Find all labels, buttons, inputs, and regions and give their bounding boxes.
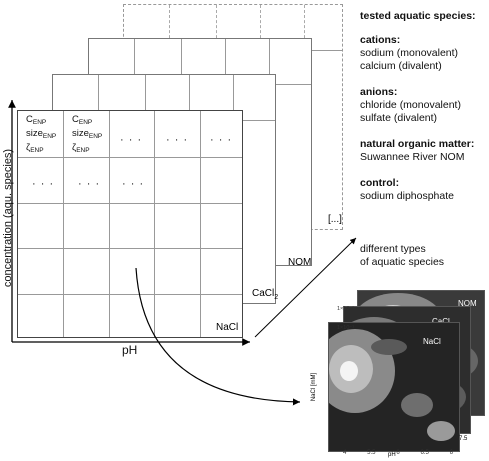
inset-x-ticks: 4 5.5 6 6.5 6 (343, 450, 453, 456)
cell-1-4: · · · (166, 134, 189, 146)
cell-1-2: CENP sizeENP ζENP (72, 114, 103, 154)
side-title: tested aquatic species: (360, 10, 476, 22)
inset-x-tick: 6 (449, 450, 453, 456)
layer-cacl2-label: CaCl2 (252, 288, 279, 301)
inset-x-tick: 6 (396, 450, 400, 456)
inset-label-nacl: NaCl (423, 337, 441, 346)
callout-line2: of aquatic species (360, 256, 445, 268)
cell-1-5: · · · (210, 134, 233, 146)
cell-2-2: · · · (78, 178, 101, 190)
inset-x-tick: 5.5 (367, 450, 376, 456)
side-nom-1: Suwannee River NOM (360, 151, 465, 163)
inset-y-ticks: 1×10⁻¹ 1×10⁻¹ (337, 300, 354, 338)
layer-nacl-label: NaCl (216, 322, 239, 333)
inset-extra-tick: 7.5 (459, 436, 468, 442)
inset-label-nom: NOM (458, 299, 477, 308)
cell-2-1: · · · (32, 178, 55, 190)
layer-more-label: [...] (328, 214, 342, 225)
cell-1-3: · · · (120, 134, 143, 146)
side-cations-1: sodium (monovalent) (360, 47, 459, 59)
side-anions-2: sulfate (divalent) (360, 112, 438, 124)
side-cations-2: calcium (divalent) (360, 60, 442, 72)
cell-2-3: · · · (122, 178, 145, 190)
side-nom-heading: natural organic matter: (360, 138, 475, 150)
x-axis-label: pH (122, 343, 138, 357)
side-anions-heading: anions: (360, 86, 398, 98)
y-axis-label: concentration (aqu. species) (2, 148, 14, 288)
inset-y-label: NaCl [mM] (311, 372, 318, 402)
callout-line1: different types (360, 243, 426, 255)
side-anions-1: chloride (monovalent) (360, 99, 461, 111)
inset-plot-nacl: NaCl (328, 322, 460, 452)
cell-1-1: CENP sizeENP ζENP (26, 114, 57, 154)
inset-x-tick: 4 (343, 450, 347, 456)
side-control-heading: control: (360, 177, 400, 189)
side-cations-heading: cations: (360, 34, 401, 46)
inset-y-tick: 1×10⁻¹ (337, 325, 355, 331)
inset-y-tick: 1×10⁻¹ (337, 306, 355, 312)
inset-x-label: pH (388, 452, 396, 458)
side-control-1: sodium diphosphate (360, 190, 454, 202)
layer-nom-label: NOM (288, 257, 312, 268)
inset-x-tick: 6.5 (420, 450, 429, 456)
